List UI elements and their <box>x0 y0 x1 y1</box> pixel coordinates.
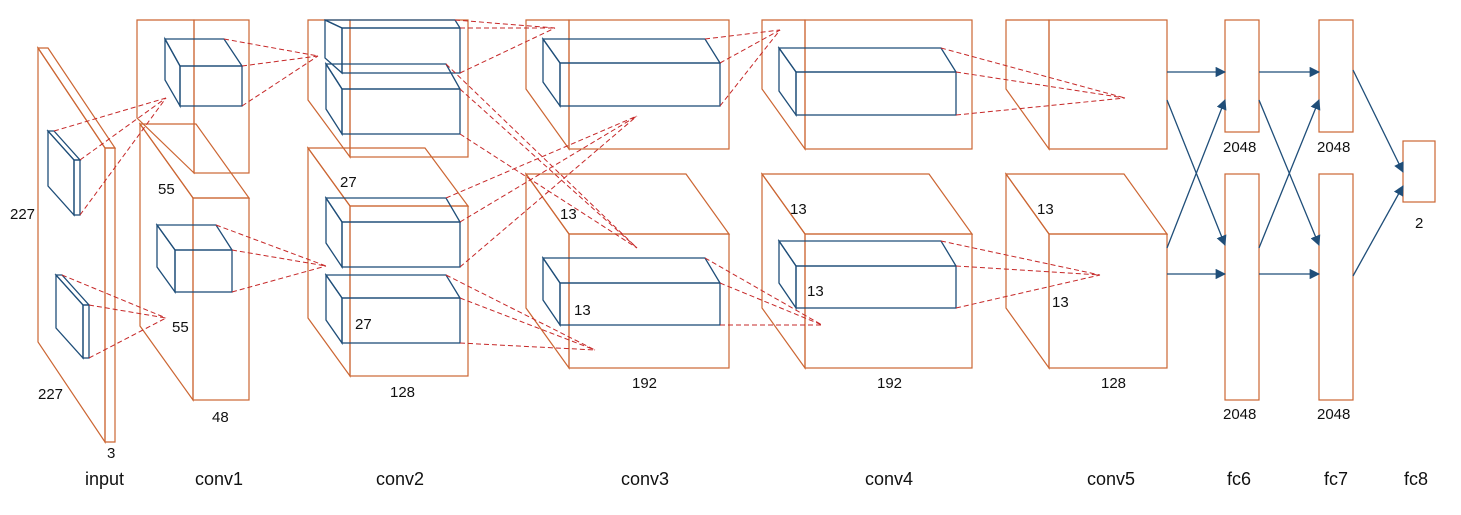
input-kernel-bottom <box>54 273 91 360</box>
fc8-block <box>1402 140 1436 203</box>
fc6-block-bottom <box>1224 173 1260 401</box>
input-width-label: 227 <box>38 386 63 403</box>
conv3-width-label: 13 <box>574 302 591 319</box>
conv1-volume-bottom <box>138 122 251 402</box>
conv2-volume-bottom <box>306 146 470 378</box>
layer-label-fc7: fc7 <box>1324 469 1348 489</box>
conv5-width-label: 13 <box>1052 294 1069 311</box>
layer-label-fc8: fc8 <box>1404 469 1428 489</box>
layer-label-conv5: conv5 <box>1087 469 1135 489</box>
conv4-width-label: 13 <box>807 283 824 300</box>
conv2-kernel-1 <box>324 18 462 75</box>
conv5-height-label: 13 <box>1037 201 1054 218</box>
fc-connection-arrows <box>1166 66 1404 280</box>
conv5-depth-label: 128 <box>1101 375 1126 392</box>
fc7-block-top <box>1318 19 1354 133</box>
conv1-depth-label: 48 <box>212 409 229 426</box>
conv2-height-label: 27 <box>340 174 357 191</box>
conv2-width-label: 27 <box>355 316 372 333</box>
conv4-kernel-top <box>777 45 958 118</box>
layer-label-conv4: conv4 <box>865 469 913 489</box>
fc7-bottom-size-label: 2048 <box>1317 406 1350 423</box>
conv4-volume-top <box>761 19 973 151</box>
layer-label-conv1: conv1 <box>195 469 243 489</box>
input-height-label: 227 <box>10 206 35 223</box>
input-depth-label: 3 <box>107 445 115 462</box>
fc6-top-size-label: 2048 <box>1223 139 1256 156</box>
conv2-kernel-3 <box>324 195 462 270</box>
conv4-height-label: 13 <box>790 201 807 218</box>
layer-label-input: input <box>85 469 124 489</box>
conv2-kernel-4 <box>324 272 462 346</box>
fc7-block-bottom <box>1318 173 1354 401</box>
conv4-volume-bottom <box>760 172 974 370</box>
conv3-depth-label: 192 <box>632 375 657 392</box>
layer-label-fc6: fc6 <box>1227 469 1251 489</box>
conv1-height-label: 55 <box>158 181 175 198</box>
conv5-volume-top <box>1005 19 1168 151</box>
conv3-volume-top <box>525 19 730 151</box>
input-volume <box>36 46 117 444</box>
conv2-kernel-2 <box>324 61 462 137</box>
conv2-depth-label: 128 <box>390 384 415 401</box>
conv1-width-label: 55 <box>172 319 189 336</box>
conv1-volume-top <box>136 19 250 175</box>
fc8-size-label: 2 <box>1415 215 1423 232</box>
conv1-kernel-bottom <box>155 222 234 295</box>
layer-label-conv3: conv3 <box>621 469 669 489</box>
conv4-depth-label: 192 <box>877 375 902 392</box>
fc6-block-top <box>1224 19 1260 133</box>
fc7-top-size-label: 2048 <box>1317 139 1350 156</box>
conv1-kernel-top <box>163 36 244 109</box>
conv3-height-label: 13 <box>560 206 577 223</box>
receptive-field-lines <box>53 19 1126 359</box>
input-kernel-top <box>46 129 82 217</box>
conv5-volume-bottom <box>1004 172 1169 370</box>
fc6-bottom-size-label: 2048 <box>1223 406 1256 423</box>
conv3-volume-bottom <box>524 172 731 370</box>
layer-label-conv2: conv2 <box>376 469 424 489</box>
